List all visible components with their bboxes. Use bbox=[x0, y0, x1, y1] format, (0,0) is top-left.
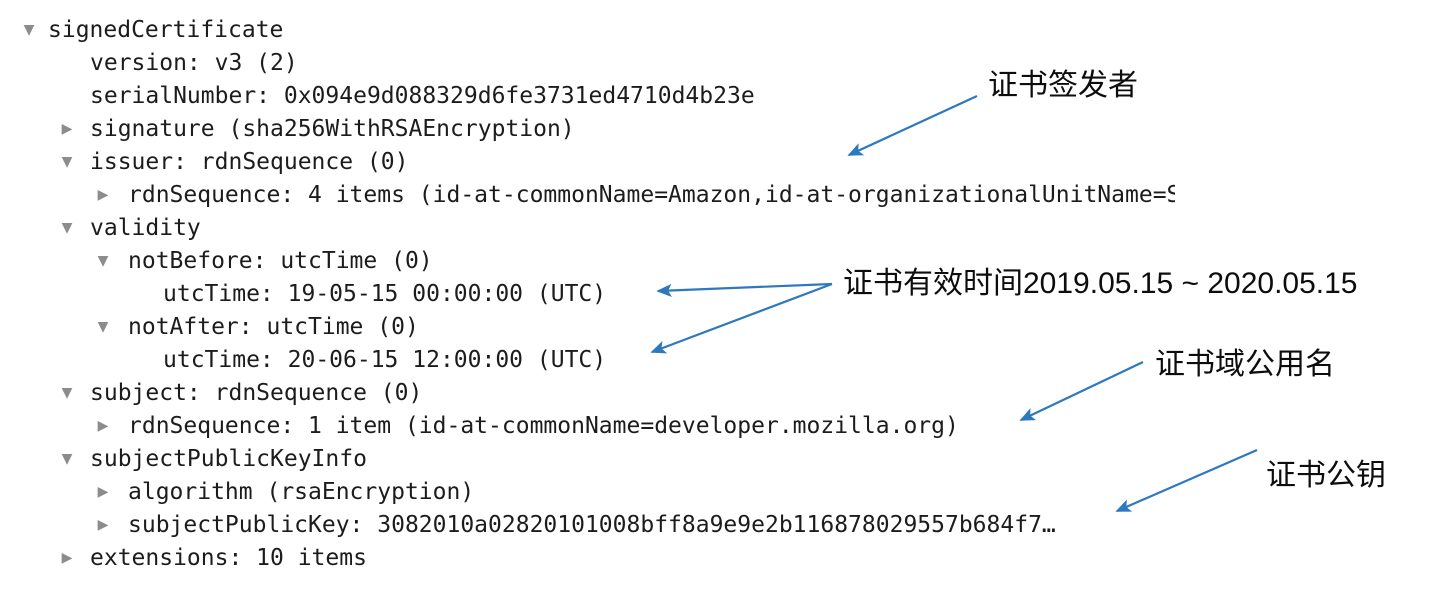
tree-row-label: subject: rdnSequence (0) bbox=[90, 380, 423, 406]
tree-row-subject[interactable]: ▼ subject: rdnSequence (0) bbox=[0, 377, 1448, 410]
tree-row-issuer-rdnsequence[interactable]: ▶ rdnSequence: 4 items (id-at-commonName… bbox=[0, 179, 1448, 212]
tree-row-label: rdnSequence: 4 items (id-at-commonName=A… bbox=[128, 179, 1175, 212]
expanded-triangle-icon[interactable]: ▼ bbox=[97, 319, 109, 335]
tree-row-label: subjectPublicKeyInfo bbox=[90, 446, 367, 472]
tree-row-label: signedCertificate bbox=[48, 17, 284, 43]
annotation-public-key-label: 证书公钥 bbox=[1266, 459, 1386, 492]
tree-row-label: version: v3 (2) bbox=[90, 50, 298, 76]
tree-row-subject-rdnsequence[interactable]: ▶ rdnSequence: 1 item (id-at-commonName=… bbox=[0, 410, 1448, 443]
tree-row-signed-certificate[interactable]: ▼ signedCertificate bbox=[0, 14, 1448, 47]
collapsed-triangle-icon[interactable]: ▶ bbox=[97, 187, 109, 203]
tree-row-not-after-utctime[interactable]: utcTime: 20-06-15 12:00:00 (UTC) bbox=[0, 344, 1448, 377]
tree-row-label: rdnSequence: 1 item (id-at-commonName=de… bbox=[128, 413, 959, 439]
collapsed-triangle-icon[interactable]: ▶ bbox=[97, 517, 109, 533]
tree-row-label: notAfter: utcTime (0) bbox=[128, 314, 419, 340]
annotation-validity-label: 证书有效时间2019.05.15 ~ 2020.05.15 bbox=[843, 267, 1358, 300]
tree-row-not-before-utctime[interactable]: utcTime: 19-05-15 00:00:00 (UTC) bbox=[0, 278, 1448, 311]
tree-row-label: serialNumber: 0x094e9d088329d6fe3731ed47… bbox=[90, 83, 755, 109]
tree-row-label: issuer: rdnSequence (0) bbox=[90, 149, 409, 175]
tree-row-label: validity bbox=[90, 215, 201, 241]
tree-row-label: extensions: 10 items bbox=[90, 545, 367, 571]
tree-row-validity[interactable]: ▼ validity bbox=[0, 212, 1448, 245]
tree-row-version[interactable]: version: v3 (2) bbox=[0, 47, 1448, 80]
tree-row-not-after[interactable]: ▼ notAfter: utcTime (0) bbox=[0, 311, 1448, 344]
annotation-common-name-label: 证书域公用名 bbox=[1155, 348, 1335, 381]
collapsed-triangle-icon[interactable]: ▶ bbox=[97, 418, 109, 434]
expanded-triangle-icon[interactable]: ▼ bbox=[97, 253, 109, 269]
tree-row-label: signature (sha256WithRSAEncryption) bbox=[90, 116, 575, 142]
tree-row-label: algorithm (rsaEncryption) bbox=[128, 479, 475, 505]
tree-row-algorithm[interactable]: ▶ algorithm (rsaEncryption) bbox=[0, 476, 1448, 509]
collapsed-triangle-icon[interactable]: ▶ bbox=[97, 484, 109, 500]
expanded-triangle-icon[interactable]: ▼ bbox=[61, 385, 73, 401]
expanded-triangle-icon[interactable]: ▼ bbox=[61, 220, 73, 236]
expanded-triangle-icon[interactable]: ▼ bbox=[61, 154, 73, 170]
tree-row-serial-number[interactable]: serialNumber: 0x094e9d088329d6fe3731ed47… bbox=[0, 80, 1448, 113]
certificate-tree: ▼ signedCertificate version: v3 (2) seri… bbox=[0, 14, 1448, 575]
tree-row-label: utcTime: 19-05-15 00:00:00 (UTC) bbox=[163, 281, 607, 307]
tree-row-label: subjectPublicKey: 3082010a02820101008bff… bbox=[128, 512, 1056, 538]
tree-row-label: utcTime: 20-06-15 12:00:00 (UTC) bbox=[163, 347, 607, 373]
collapsed-triangle-icon[interactable]: ▶ bbox=[61, 550, 73, 566]
clipped-character: S bbox=[1166, 182, 1175, 208]
annotation-issuer-label: 证书签发者 bbox=[988, 69, 1138, 102]
expanded-triangle-icon[interactable]: ▼ bbox=[23, 22, 35, 38]
tree-row-issuer[interactable]: ▼ issuer: rdnSequence (0) bbox=[0, 146, 1448, 179]
tree-row-signature[interactable]: ▶ signature (sha256WithRSAEncryption) bbox=[0, 113, 1448, 146]
tree-row-extensions[interactable]: ▶ extensions: 10 items bbox=[0, 542, 1448, 575]
tree-row-subject-public-key[interactable]: ▶ subjectPublicKey: 3082010a02820101008b… bbox=[0, 509, 1448, 542]
collapsed-triangle-icon[interactable]: ▶ bbox=[61, 121, 73, 137]
tree-row-label: notBefore: utcTime (0) bbox=[128, 248, 433, 274]
tree-row-not-before[interactable]: ▼ notBefore: utcTime (0) bbox=[0, 245, 1448, 278]
tree-row-subject-public-key-info[interactable]: ▼ subjectPublicKeyInfo bbox=[0, 443, 1448, 476]
expanded-triangle-icon[interactable]: ▼ bbox=[61, 451, 73, 467]
